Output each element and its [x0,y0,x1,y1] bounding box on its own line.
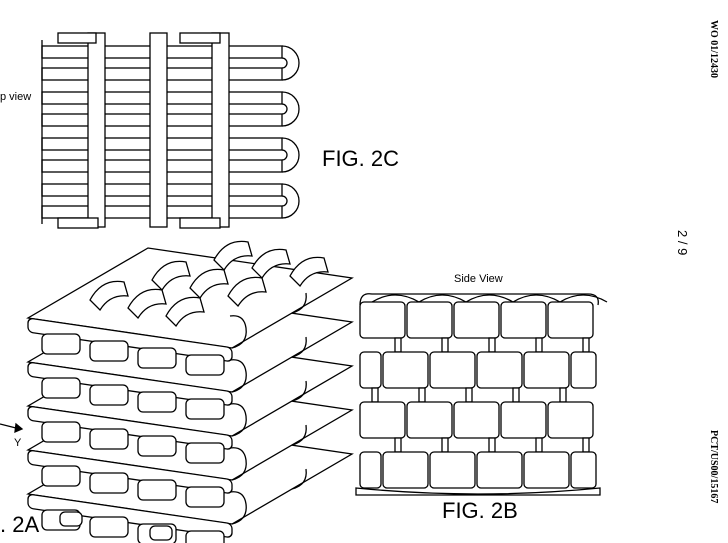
fig2b-top-loop [419,295,466,302]
fig2b-brick [360,402,405,438]
fig2a-brick [42,466,80,486]
y-axis-label: Y [14,437,21,449]
fig2b-connector [442,438,448,452]
fig-2c-label: FIG. 2C [322,146,399,172]
fig2b-brick [571,352,596,388]
application-number: PCT/US00/15167 [708,430,719,503]
fig2b-brick [360,352,381,388]
fig2c-fiber-tab [58,33,96,43]
fig2c-fiber-loop-inner [282,196,287,206]
fig2c-fiber-loop [282,92,299,126]
fig2b-brick [383,452,428,488]
fig2a-brick [186,443,224,463]
fig2b-brick [524,352,569,388]
fig2a-brick [186,531,224,543]
fig2a-brick [186,487,224,507]
fig2c-fiber-loop-inner [282,150,287,160]
fig2a-brick [138,480,176,500]
fig2a-brick [138,436,176,456]
fig2b-brick [548,402,593,438]
fig2a-brick [90,429,128,449]
fig2a-brick [90,473,128,493]
fig2a-brick [138,348,176,368]
y-axis-arrow [0,424,16,428]
fig2b-top-loop [372,295,419,302]
fig2b-connector [395,438,401,452]
fig2b-brick [571,452,596,488]
fig2b-brick [430,452,475,488]
fig2c-fiber-loop [282,138,299,172]
fig2b-brick [430,352,475,388]
fig2b-connector [489,438,495,452]
fig2a-brick [186,355,224,375]
fig2b-bottom-edge [356,488,600,495]
fig2b-top-loop [513,295,560,302]
fig2a-brick [186,399,224,419]
top-view-label: p view [0,91,31,103]
fig2b-top-loop [466,295,513,302]
sheet-number: 2 / 9 [675,230,690,255]
fig-2a-label: . 2A [0,512,39,538]
fig2b-brick [501,302,546,338]
fig2b-connector [395,338,401,352]
fig2b-brick [407,302,452,338]
fig2b-brick [501,402,546,438]
fig2a-brick [90,385,128,405]
fig2b-brick [454,402,499,438]
fig2b-brick [360,452,381,488]
fig2b-connector [536,338,542,352]
fig2c-vertical-fiber [212,33,229,227]
fig2c-fiber-loop-inner [282,104,287,114]
fig2c-vertical-fiber [150,33,167,227]
fig2a-foot [60,512,82,526]
fig2b-brick [524,452,569,488]
fig2b-connector [560,388,566,402]
fig2c-fiber-tab [180,218,220,228]
fig2c-fiber-loop [282,184,299,218]
fig2a-foot [150,526,172,540]
fig2b-connector [442,338,448,352]
fig-2b-label: FIG. 2B [442,498,518,524]
fig2b-brick [407,402,452,438]
fig2b-connector [536,438,542,452]
fig2b-connector [372,388,378,402]
fig2b-connector [466,388,472,402]
fig2a-brick [138,392,176,412]
fig2c-fiber-tab [58,218,98,228]
fig2b-brick [454,302,499,338]
fig2c-fiber-loop [282,46,299,80]
y-axis-arrowhead [15,424,22,432]
fig2c-vertical-fiber [88,33,105,227]
fig2b-connector [513,388,519,402]
fig2b-brick [383,352,428,388]
fig2a-brick [42,378,80,398]
publication-number: WO 01/12430 [708,20,719,78]
fig2b-brick [548,302,593,338]
fig2b-connector [489,338,495,352]
fig2a-brick [90,341,128,361]
fig2b-brick [477,352,522,388]
fig2a-brick [42,334,80,354]
fig2b-connector [583,338,589,352]
fig2c-fiber-tab [180,33,220,43]
fig2b-brick [477,452,522,488]
fig2b-connector [583,438,589,452]
fig2b-connector [419,388,425,402]
fig2a-brick [90,517,128,537]
fig2c-fiber-loop-inner [282,58,287,68]
fig2a-brick [42,422,80,442]
side-view-label: Side View [454,273,503,285]
fig2b-top-loop [560,295,607,302]
fig2b-brick [360,302,405,338]
